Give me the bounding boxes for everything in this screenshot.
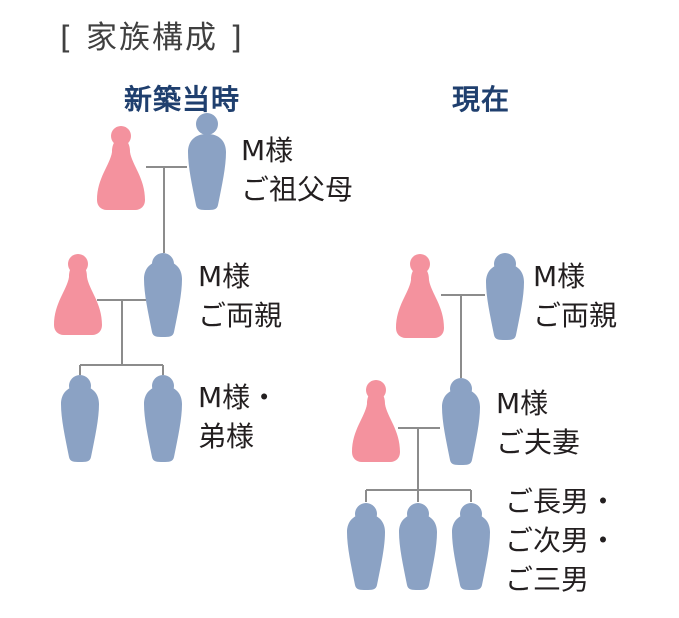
connector-lines [79, 166, 485, 502]
now-mother-figure [396, 254, 444, 338]
son-figure [61, 375, 99, 462]
label-then-grandparents: M様 ご祖父母 [241, 134, 354, 206]
mother-figure [54, 254, 102, 335]
husband-figure [442, 378, 480, 465]
grandfather-figure [188, 113, 226, 210]
section-title: [ 家族構成 ] [60, 20, 244, 56]
label-then-parents: M様 ご両親 [198, 260, 283, 332]
second-son-figure [399, 503, 437, 590]
label-now-couple: M様 ご夫妻 [496, 387, 581, 459]
wife-figure [352, 380, 400, 462]
label-now-parents: M様 ご両親 [533, 260, 618, 332]
column-heading-now: 現在 [452, 83, 511, 116]
now-father-figure [486, 253, 524, 340]
grandmother-figure [97, 126, 145, 210]
eldest-son-figure [347, 503, 385, 590]
label-now-children: ご長男・ ご次男・ ご三男 [505, 485, 618, 596]
father-figure [144, 253, 182, 337]
younger-son-figure [144, 375, 182, 462]
column-heading-then: 新築当時 [124, 83, 241, 116]
third-son-figure [452, 503, 490, 590]
label-then-children: M様・ 弟様 [198, 381, 279, 453]
